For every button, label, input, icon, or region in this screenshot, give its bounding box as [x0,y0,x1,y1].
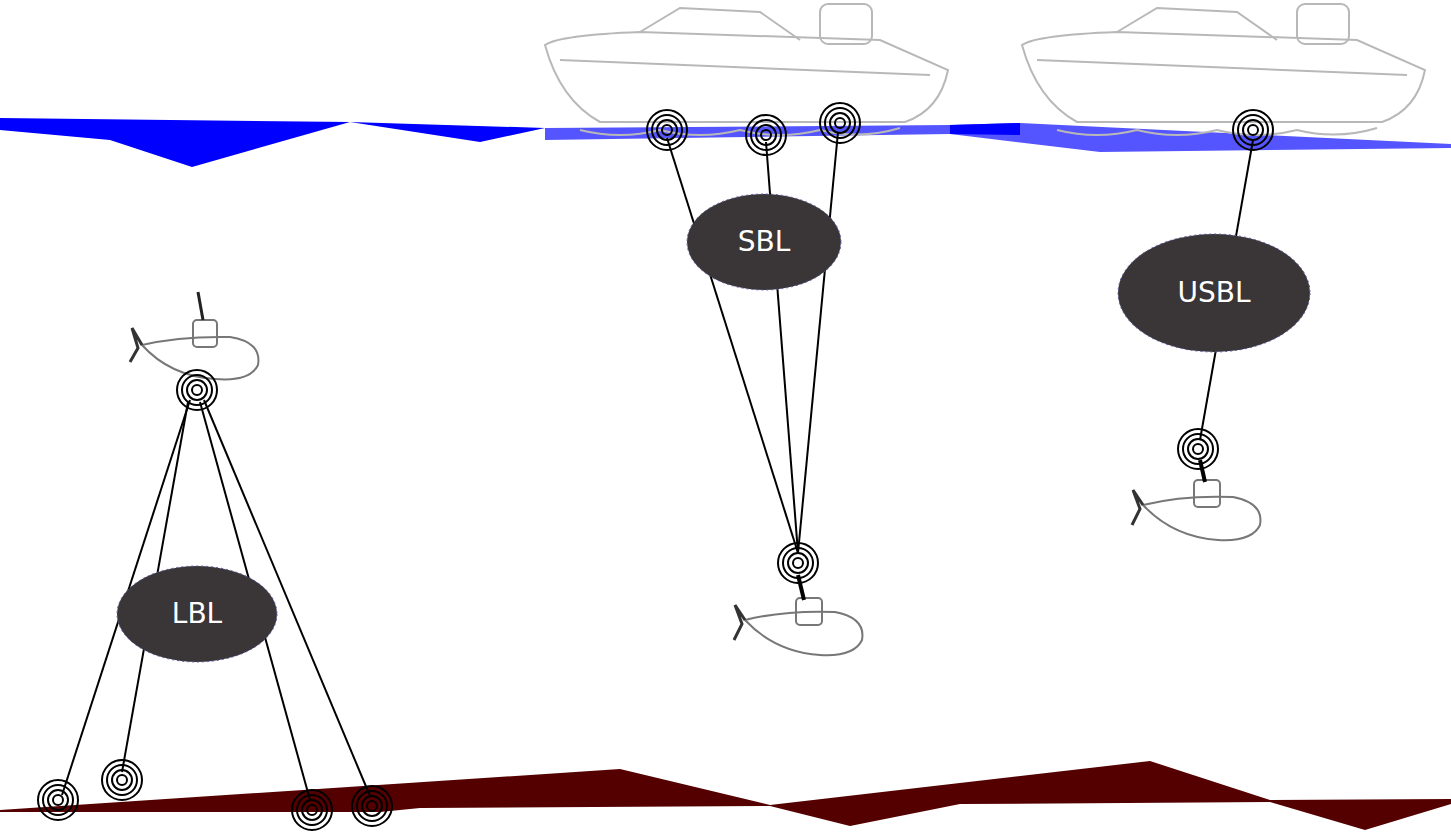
underwater-vehicle [130,292,258,379]
acoustic-path [62,132,1253,800]
transducer [38,103,1273,830]
transducer-ring [1188,439,1208,459]
method-label: USBL [1177,276,1250,310]
method-label: LBL [172,597,222,631]
ellipse-outline [687,194,841,290]
underwater-vehicle [1132,480,1260,540]
transducer-ring [182,375,212,405]
water-surface [350,122,545,142]
transducer-ring [367,801,377,811]
transducer-ring [751,120,781,150]
transducer-ring [297,795,327,825]
underwater-vehicle [734,598,862,655]
boat [1022,4,1425,135]
transducer-ring [783,548,813,578]
ellipse-outline [1118,234,1310,352]
transducer-ring [48,790,68,810]
method-ellipse: SBL [686,193,842,291]
transducer-ring [830,113,850,133]
transducer-ring [788,553,808,573]
transducer-ring [192,385,202,395]
transducer-ring [652,115,682,145]
ellipse-outline [117,566,277,662]
transducer-ring [102,760,142,800]
transducer-ring [793,558,803,568]
water-surface [0,118,350,167]
transducer-ring [1193,444,1203,454]
transducer-ring [117,775,127,785]
transducer-ring [657,120,677,140]
transducer-ring [357,791,387,821]
transducer-ring [746,115,786,155]
transducer-ring [1243,120,1263,140]
method-label: SBL [738,225,791,259]
transducer-ring [187,380,207,400]
transducer-ring [177,370,217,410]
transducer-ring [302,800,322,820]
transducer-ring [38,780,78,820]
method-ellipse: LBL [116,565,278,663]
transducer-ring [778,543,818,583]
transducer-ring [1183,434,1213,464]
transducer-ring [362,796,382,816]
transducer-ring [43,785,73,815]
seabed [0,761,1451,830]
water-surface [950,123,1020,135]
transducer-ring [112,770,132,790]
transducer-ring [307,805,317,815]
transducer-ring [835,118,845,128]
transducer-ring [352,786,392,826]
transducer-ring [292,790,332,830]
transducer-ring [53,795,63,805]
transducer-ring [820,103,860,143]
transducer-ring [1233,110,1273,150]
transducer-ring [1238,115,1268,145]
boat [545,4,948,135]
method-ellipse: USBL [1117,233,1311,353]
transducer-ring [756,125,776,145]
transducer-ring [825,108,855,138]
transducer-ring [1178,429,1218,469]
transducer-ring [647,110,687,150]
transducer-ring [107,765,137,795]
transducer-ring [662,125,672,135]
transducer-ring [1248,125,1258,135]
transducer-ring [761,130,771,140]
